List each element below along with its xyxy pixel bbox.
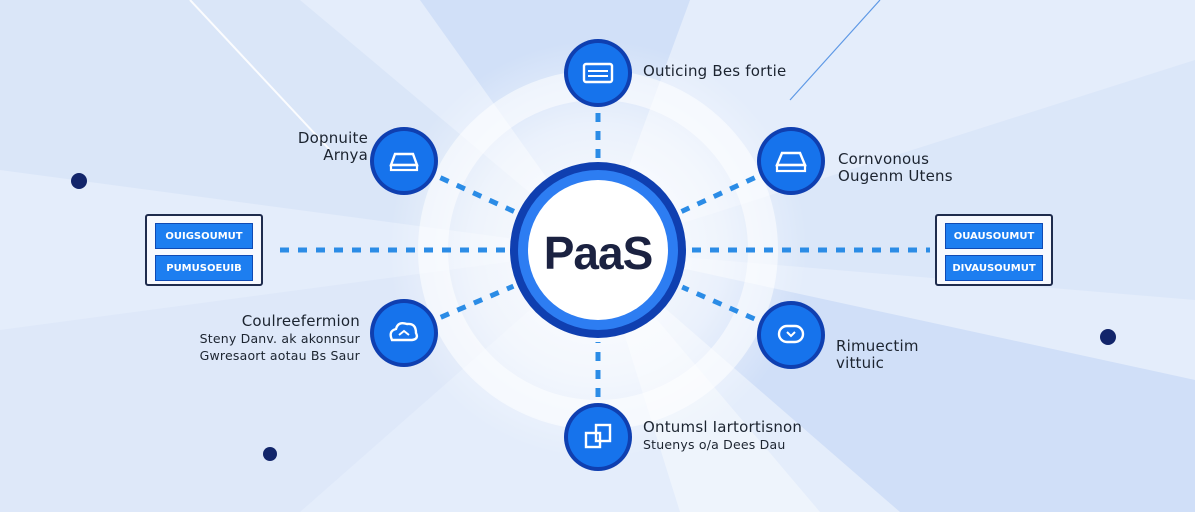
node-lower-right[interactable] <box>757 301 825 369</box>
node-upper-left[interactable] <box>370 127 438 195</box>
label-bottom: Ontumsl Iartortisnon Stuenys o/a Dees Da… <box>643 418 803 453</box>
label-upper-left: Dopnuite Arnya <box>297 129 368 164</box>
left-panel-button-1[interactable]: OUIGSOUMUT <box>155 223 253 249</box>
label-top: Outicing Bes fortie <box>643 62 787 80</box>
right-panel[interactable]: OUAUSOUMUT DIVAUSOUMUT <box>935 214 1053 286</box>
server-icon <box>582 62 614 84</box>
chat-icon <box>777 324 805 344</box>
label-lower-left: Coulreefermion Steny Danv. ak akonnsur G… <box>199 312 360 364</box>
decor-dot <box>1100 329 1116 345</box>
storage-icon <box>389 152 419 172</box>
center-label: PaaS <box>543 227 654 279</box>
node-lower-left[interactable] <box>370 299 438 367</box>
connector-upper-right <box>680 175 756 214</box>
node-upper-right[interactable] <box>757 127 825 195</box>
node-top[interactable] <box>564 39 632 107</box>
left-panel[interactable]: OUIGSOUMUT PUMUSOEUIB <box>145 214 263 286</box>
right-panel-button-2[interactable]: DIVAUSOUMUT <box>945 255 1043 281</box>
connector-lower-right <box>681 284 756 322</box>
decor-dot <box>71 173 87 189</box>
label-upper-right: Cornvonous Ougenm Utens <box>838 150 953 185</box>
database-icon <box>775 151 807 173</box>
center-node[interactable] <box>510 162 686 338</box>
label-lower-right: Rimuectim vittuic <box>836 337 919 372</box>
cube-icon <box>584 423 612 449</box>
connectors <box>280 113 930 397</box>
decor-dot <box>263 447 277 461</box>
node-bottom[interactable] <box>564 403 632 471</box>
left-panel-button-2[interactable]: PUMUSOEUIB <box>155 255 253 281</box>
connector-upper-left <box>439 175 516 214</box>
node-layer <box>370 39 825 471</box>
right-panel-button-1[interactable]: OUAUSOUMUT <box>945 223 1043 249</box>
cloud-icon <box>389 321 419 342</box>
connector-lower-left <box>439 283 515 320</box>
